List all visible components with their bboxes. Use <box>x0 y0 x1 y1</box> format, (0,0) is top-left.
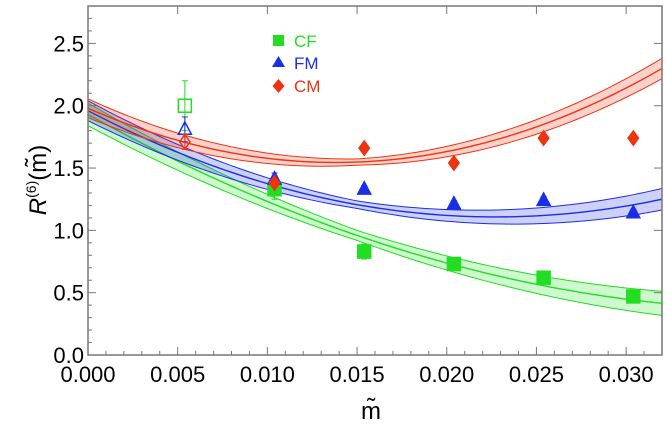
fit-bands <box>88 57 662 316</box>
legend-label-fm: FM <box>294 54 319 73</box>
point-cm <box>447 154 461 172</box>
fit-band-cf <box>88 103 662 316</box>
y-tick-label: 0.0 <box>53 343 84 368</box>
y-axis-title-arg: (m̃) <box>25 145 52 181</box>
point-cf <box>356 244 372 259</box>
point-cf <box>626 289 641 304</box>
x-tick-label: 0.025 <box>509 362 564 387</box>
y-tick-label: 1.0 <box>53 218 84 243</box>
fit-line-fm <box>88 110 662 218</box>
fit-band-upper-cf <box>88 102 662 292</box>
point-cm-extrapolated <box>178 133 191 151</box>
x-tick-label: 0.020 <box>419 362 474 387</box>
point-cf <box>536 270 551 285</box>
point-cm <box>627 129 640 147</box>
legend-marker-cm <box>272 79 285 93</box>
y-tick-label: 2.0 <box>53 94 84 119</box>
fit-band-cm <box>88 58 662 167</box>
legend: CF FM CM <box>264 27 336 101</box>
legend-label-cf: CF <box>294 32 317 51</box>
fit-band-lower-fm <box>88 120 662 225</box>
y-axis-title: R(6)(m̃) <box>23 145 52 215</box>
x-tick-label: 0.015 <box>330 362 385 387</box>
point-fm <box>535 191 552 207</box>
x-tick-label: 0.010 <box>240 362 295 387</box>
point-cm <box>268 174 281 192</box>
point-fm <box>356 180 372 195</box>
point-cf-extrapolated <box>177 98 193 113</box>
point-fm <box>625 203 642 219</box>
y-tick-label: 2.5 <box>53 31 84 56</box>
x-tick-label: 0.005 <box>150 362 205 387</box>
y-tick-label: 1.5 <box>53 156 84 181</box>
legend-marker-fm <box>272 56 285 67</box>
point-fm <box>446 195 462 210</box>
legend-marker-cf <box>273 35 284 46</box>
point-cm <box>358 139 371 157</box>
axis-ticks: 0.000 0.005 0.010 0.015 0.020 0.025 0.030 0.0 0.… <box>53 6 663 387</box>
plot-frame <box>87 5 663 356</box>
x-tick-label: 0.000 <box>60 362 115 387</box>
y-axis-title-sup: (6) <box>23 181 39 198</box>
point-cm <box>537 129 550 147</box>
y-axis-title-base: R <box>25 198 52 215</box>
x-tick-label: 0.030 <box>599 362 654 387</box>
data-markers <box>177 80 642 304</box>
legend-label-cm: CM <box>294 77 320 96</box>
fit-line-cf <box>88 113 662 305</box>
y-tick-label: 0.5 <box>53 281 84 306</box>
point-cf <box>446 256 462 272</box>
fit-band-lower-cf <box>88 125 662 316</box>
x-axis-title: m̃ <box>361 398 381 425</box>
